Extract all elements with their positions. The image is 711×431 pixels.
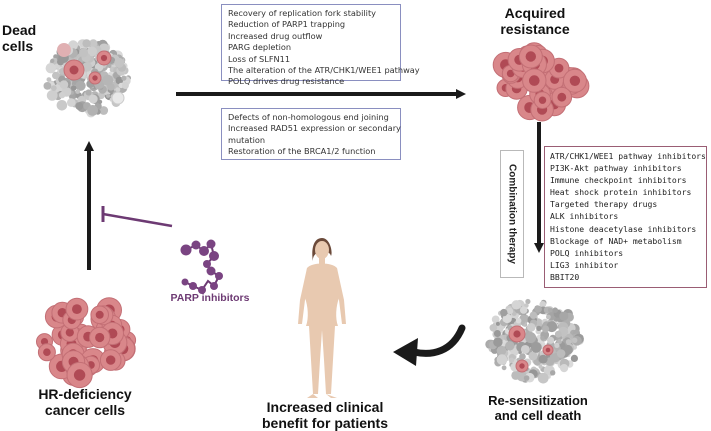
hr-deficiency-cells-cluster xyxy=(36,297,137,389)
hr-restoration-box: Defects of non-homologous end joining In… xyxy=(221,108,401,160)
agent-item: ALK inhibitors xyxy=(550,211,619,222)
mechanism-item: Reduction of PARP1 trapping xyxy=(228,19,346,30)
resensitized-cells-cluster xyxy=(485,298,584,384)
resistance-mechanisms-box: Recovery of replication fork stability R… xyxy=(221,4,420,86)
parp-inhibitors-label: PARP inhibitors xyxy=(170,292,250,304)
patient-figure-icon xyxy=(298,238,346,398)
agent-item: PI3K-Akt pathway inhibitors xyxy=(550,163,682,174)
mechanism-item: POLQ drives drug resistance xyxy=(228,76,345,87)
agent-item: POLQ inhibitors xyxy=(550,247,624,258)
combination-agents-box: ATR/CHK1/WEE1 pathway inhibitors PI3K-Ak… xyxy=(544,146,707,288)
curved-arrow-to-patient xyxy=(393,324,466,366)
agent-item: Targeted therapy drugs xyxy=(550,199,658,210)
parp-inhibitor-molecule-icon xyxy=(180,239,223,294)
mechanism-item: Recovery of replication fork stability xyxy=(228,8,377,18)
parp-inhibition-line xyxy=(101,206,173,228)
mechanism-item: Defects of non-homologous end joining xyxy=(228,112,389,122)
agent-item: Immune checkpoint inhibitors xyxy=(550,175,687,186)
dead-cells-cluster xyxy=(43,39,131,118)
mechanism-item: Restoration of the BRCA1/2 function xyxy=(228,146,376,157)
mechanism-item: PARG depletion xyxy=(228,42,292,53)
agent-item: Heat shock protein inhibitors xyxy=(550,187,692,198)
resistant-cells-cluster xyxy=(492,42,590,122)
agent-item: LIG3 inhibitor xyxy=(550,259,619,270)
mechanism-item: mutation xyxy=(228,134,266,145)
agent-item: Histone deacetylase inhibitors xyxy=(550,223,697,234)
mechanism-item: The alteration of the ATR/CHK1/WEE1 path… xyxy=(228,65,420,76)
mechanism-item: Increased drug outflow xyxy=(228,30,323,41)
agent-item: BBIT20 xyxy=(550,271,580,282)
combination-therapy-label-box: Combination therapy xyxy=(500,150,524,278)
agent-item: Blockage of NAD+ metabolism xyxy=(550,235,682,246)
mechanism-item: Increased RAD51 expression or secondary xyxy=(228,123,401,134)
mechanism-item: Loss of SLFN11 xyxy=(228,53,291,64)
agent-item: ATR/CHK1/WEE1 pathway inhibitors xyxy=(550,151,706,161)
